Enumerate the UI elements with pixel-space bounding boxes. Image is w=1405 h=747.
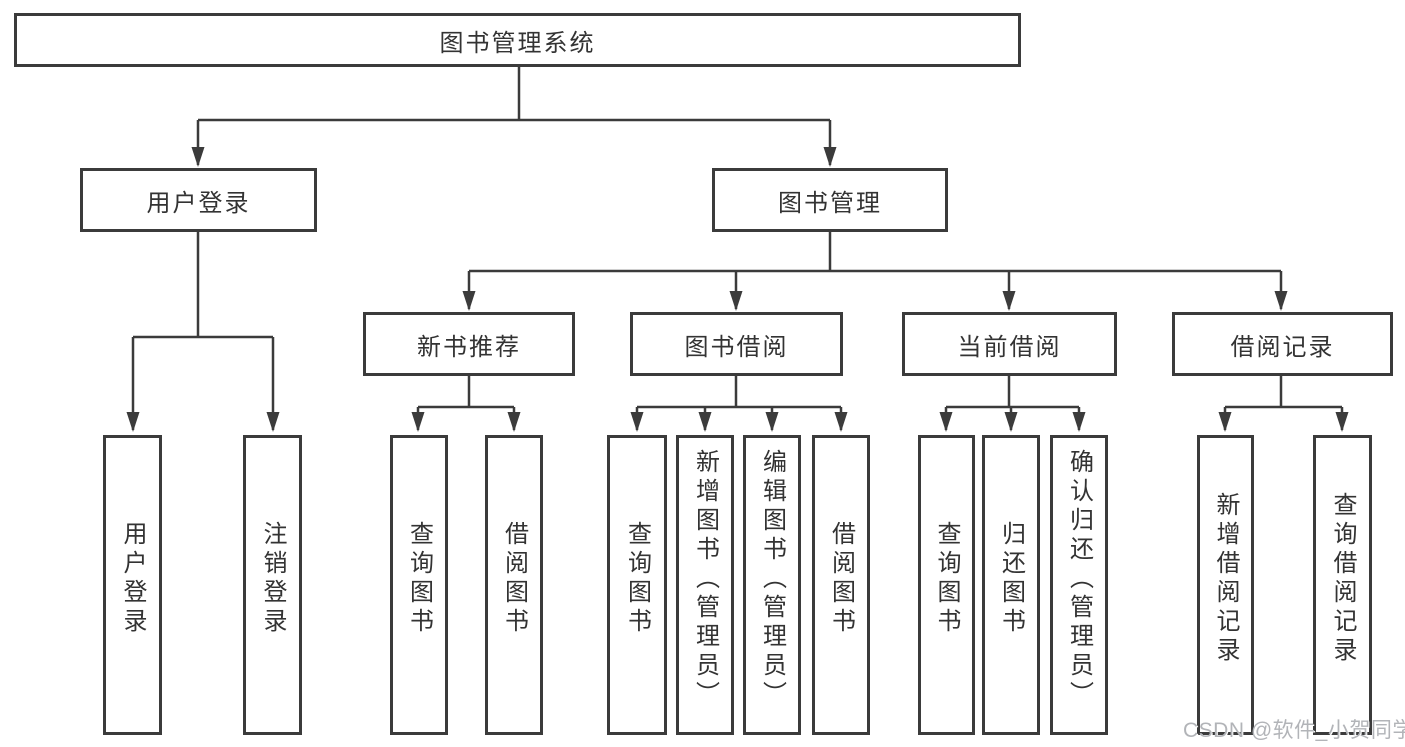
csdn-watermark: CSDN @软件_小贺同学 xyxy=(1183,719,1405,742)
leaf-query-books-1-label: 查询图书 xyxy=(405,521,433,637)
leaf-query-books-1: 查询图书 xyxy=(390,435,448,735)
leaf-confirm-return-admin: 确认归还（管理员） xyxy=(1050,435,1108,735)
leaf-query-borrow-record-label: 查询借阅记录 xyxy=(1329,492,1356,666)
leaf-add-borrow-record: 新增借阅记录 xyxy=(1197,435,1254,735)
leaf-query-borrow-record: 查询借阅记录 xyxy=(1313,435,1372,735)
node-borrow-records-label: 借阅记录 xyxy=(1230,333,1335,361)
node-new-book-recommend-label: 新书推荐 xyxy=(417,333,521,361)
leaf-borrow-books-1: 借阅图书 xyxy=(485,435,543,735)
leaf-logout-label: 注销登录 xyxy=(259,521,286,637)
node-user-login: 用户登录 xyxy=(80,168,317,232)
leaf-query-books-3-label: 查询图书 xyxy=(933,521,960,637)
node-borrow-records: 借阅记录 xyxy=(1172,312,1393,376)
node-current-borrow-label: 当前借阅 xyxy=(957,333,1062,361)
node-root-label: 图书管理系统 xyxy=(439,29,596,57)
leaf-user-login-label: 用户登录 xyxy=(119,521,146,637)
leaf-confirm-return-admin-label: 确认归还（管理员） xyxy=(1065,448,1093,710)
leaf-add-books-admin: 新增图书（管理员） xyxy=(676,435,734,735)
node-book-management: 图书管理 xyxy=(712,168,948,232)
leaf-user-login: 用户登录 xyxy=(103,435,162,735)
leaf-return-books-label: 归还图书 xyxy=(997,521,1025,637)
leaf-add-borrow-record-label: 新增借阅记录 xyxy=(1212,492,1239,666)
leaf-query-books-3: 查询图书 xyxy=(918,435,975,735)
leaf-edit-books-admin-label: 编辑图书（管理员） xyxy=(758,448,786,710)
leaf-query-books-2: 查询图书 xyxy=(607,435,667,735)
node-book-management-label: 图书管理 xyxy=(778,189,882,217)
leaf-borrow-books-2: 借阅图书 xyxy=(812,435,870,735)
node-book-borrow-label: 图书借阅 xyxy=(684,333,789,361)
leaf-borrow-books-2-label: 借阅图书 xyxy=(827,521,855,637)
node-book-borrow: 图书借阅 xyxy=(630,312,843,376)
node-user-login-label: 用户登录 xyxy=(146,189,251,217)
leaf-logout: 注销登录 xyxy=(243,435,302,735)
node-current-borrow: 当前借阅 xyxy=(902,312,1117,376)
node-new-book-recommend: 新书推荐 xyxy=(363,312,575,376)
leaf-return-books: 归还图书 xyxy=(982,435,1040,735)
leaf-edit-books-admin: 编辑图书（管理员） xyxy=(743,435,801,735)
leaf-borrow-books-1-label: 借阅图书 xyxy=(500,521,528,637)
leaf-query-books-2-label: 查询图书 xyxy=(623,521,651,637)
node-root-system: 图书管理系统 xyxy=(14,13,1021,67)
leaf-add-books-admin-label: 新增图书（管理员） xyxy=(691,448,719,710)
